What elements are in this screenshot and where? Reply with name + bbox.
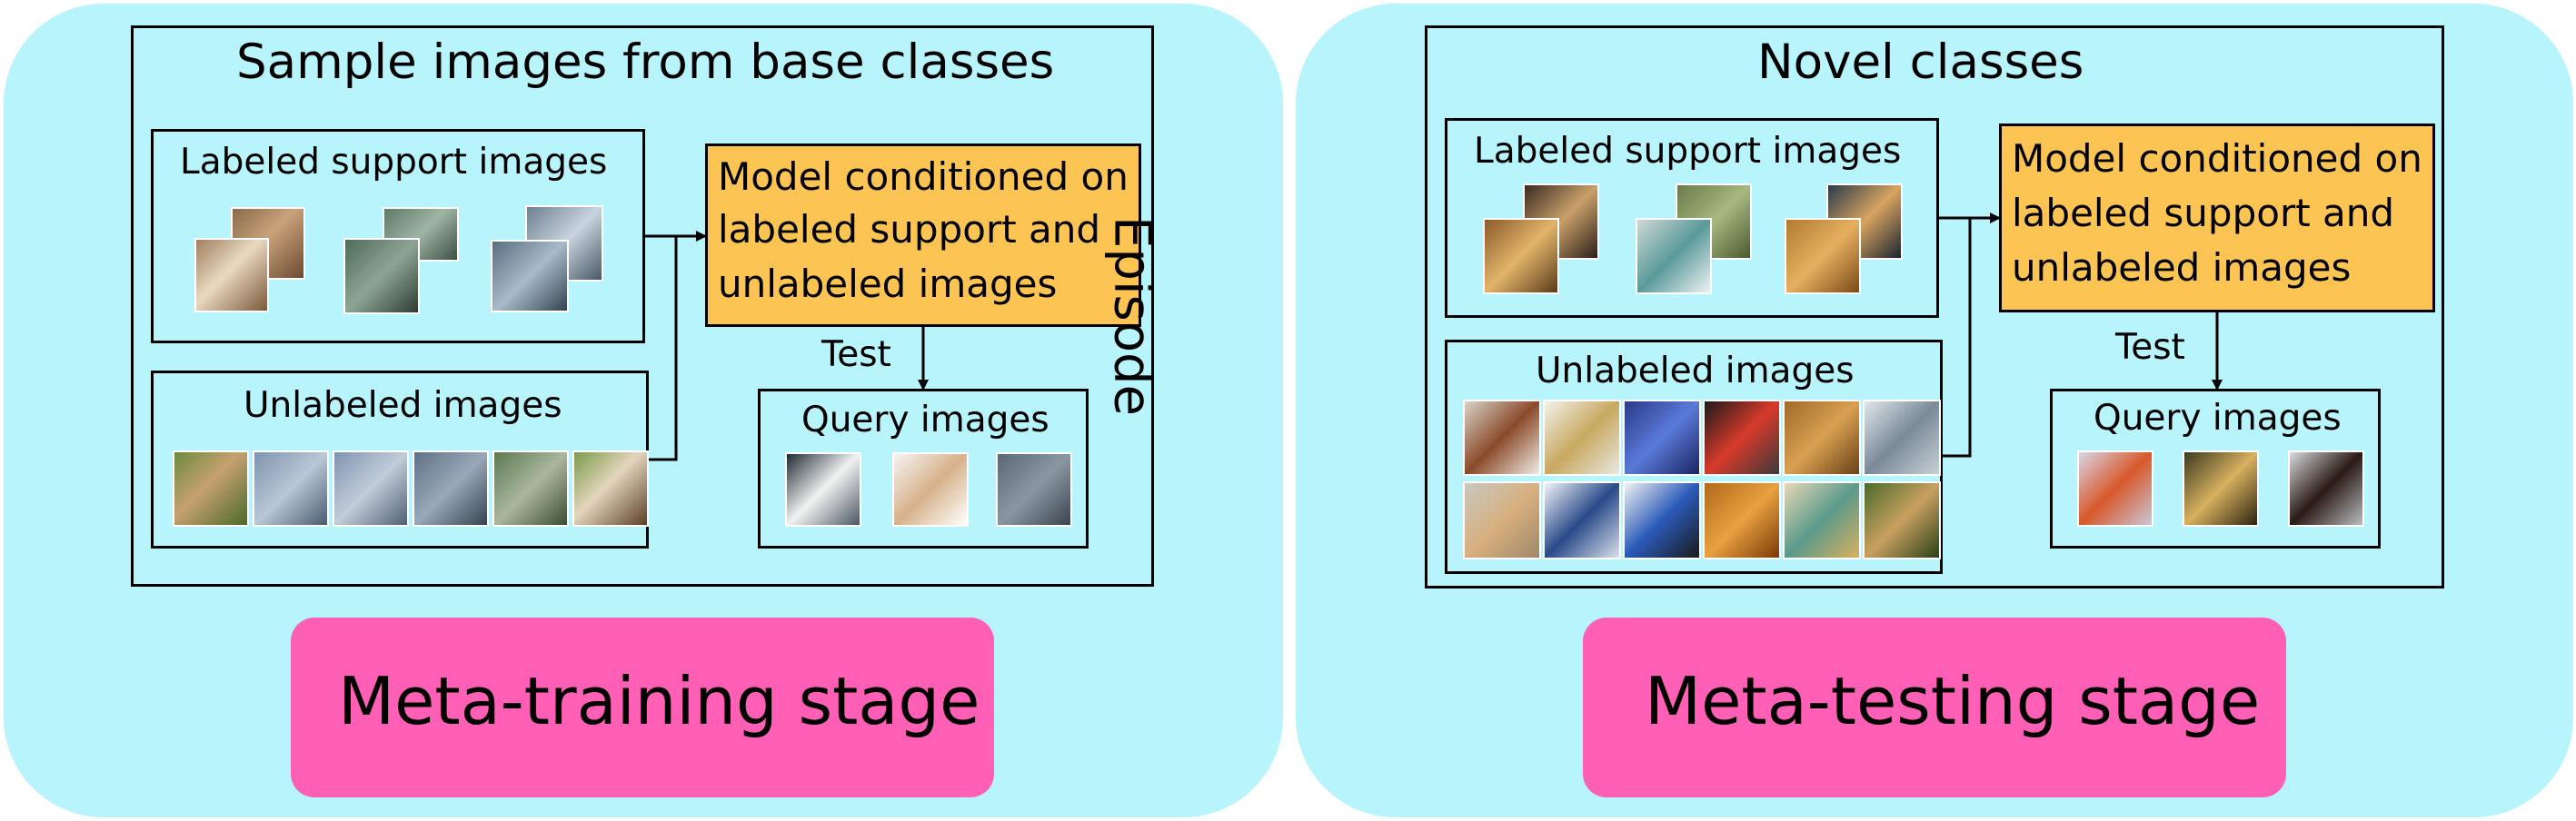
episode-frame [131,25,1154,587]
test-label: Test [2115,327,2185,368]
lion-photo [1785,218,1861,294]
goose-photo [492,450,569,527]
goose-photo [785,452,861,527]
guitar-photo [2288,450,2364,527]
ship-photo [413,450,489,527]
lion-photo [2183,450,2259,527]
bowl-photo [1623,400,1701,476]
guitar-photo [1483,218,1559,294]
labeled-support-label: Labeled support images [1474,131,1902,172]
meta-testing-stage-box [1583,618,2286,797]
labeled-support-label: Labeled support images [180,142,608,183]
lion-photo [1463,481,1541,559]
unlabeled-to-model-connector [1943,218,1972,458]
episode-title: Sample images from base classes [236,35,1055,90]
dog-photo [173,450,249,527]
model-box [705,143,1141,327]
model-line-2: labeled support and [2012,191,2395,235]
meta-training-stage-label: Meta-training stage [338,663,980,739]
model-line-3: unlabeled images [718,262,1058,306]
guitar-photo [1623,481,1701,559]
meta-training-stage-box [291,618,994,797]
unlabeled-images-box [1445,340,1943,574]
bowl-photo [1463,400,1541,476]
dog-photo [892,452,969,527]
model-box [1999,124,2435,312]
geese-photo [343,238,420,314]
lion-photo [1863,481,1941,559]
model-line-3: unlabeled images [2012,245,2352,290]
ship-photo [253,450,329,527]
labeled-support-box [1445,118,1939,318]
query-images-label: Query images [801,400,1049,440]
unlabeled-images-label: Unlabeled images [1536,351,1855,391]
bowl-photo [2077,450,2153,527]
goose-photo [333,450,409,527]
ship-photo [491,240,569,312]
model-line-1: Model conditioned on [718,154,1129,199]
lion-photo [1783,400,1861,476]
guitar-photo [1703,400,1781,476]
guitar-photo [1863,400,1941,476]
unlabeled-images-label: Unlabeled images [244,385,562,426]
model-line-1: Model conditioned on [2012,136,2422,181]
meta-testing-stage-label: Meta-testing stage [1645,663,2261,739]
novel-classes-frame [1425,25,2444,589]
lion-photo [1703,481,1781,559]
novel-classes-title: Novel classes [1757,35,2084,90]
query-images-label: Query images [2094,398,2342,439]
dog-photo [194,238,269,312]
dog-photo [572,450,649,527]
unlabeled-to-model-connector [649,236,678,461]
labeled-support-box [151,129,645,343]
ship-photo [996,452,1072,527]
test-label: Test [821,334,891,375]
bowl-photo [1543,400,1621,476]
guitar-photo [1543,481,1621,559]
bowl-photo [1636,218,1712,294]
bowl-photo [1783,481,1861,559]
model-line-2: labeled support and [718,207,1101,252]
